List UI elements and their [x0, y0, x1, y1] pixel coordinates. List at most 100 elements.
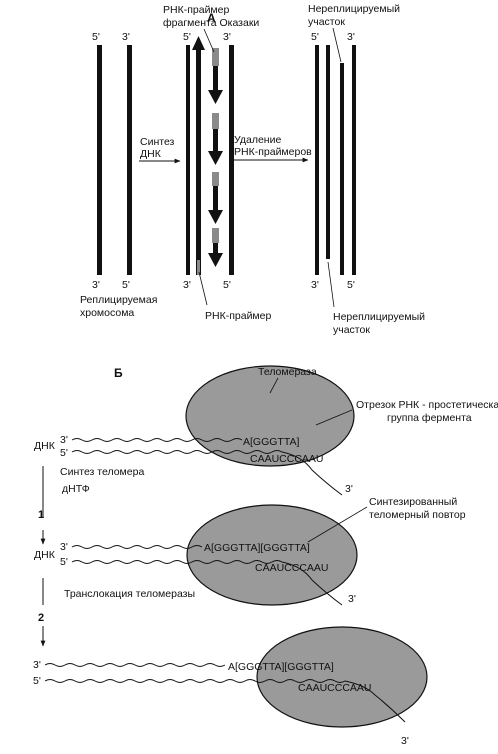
primer-removal-label-line2: РНК-праймеров: [234, 146, 312, 158]
okazaki-arrow-4: [208, 253, 223, 267]
result-left-bottom-end: 3': [311, 279, 319, 291]
rna-primer-label: РНК-праймер: [205, 310, 271, 322]
rna-segment-pointer: [315, 409, 353, 426]
parent-left-bottom-end: 3': [92, 279, 100, 291]
dna2-right-end: 3': [348, 593, 356, 605]
rna-primer-pointer: [198, 271, 208, 306]
dntp-label: дНТФ: [62, 483, 90, 495]
primer-removal-step: Удаление РНК-праймеров: [233, 134, 312, 163]
unreplicated-top-label-line1: Нереплицируемый: [308, 3, 400, 15]
dna3-bottom-end: 5': [33, 675, 41, 687]
replicating-chromosome-label-line2: хромосома: [80, 307, 134, 319]
unreplicated-top-label-line2: участок: [308, 16, 345, 28]
telomerase-enzyme-3: [256, 626, 428, 728]
dna-label-2: ДНК: [34, 549, 56, 561]
parent-right-bottom-end: 5': [122, 279, 130, 291]
rna-template-3: CAAUCCCAAU: [298, 682, 372, 694]
parent-strand-left: [97, 45, 102, 275]
okazaki-fragment-1: [213, 66, 218, 92]
dna1-bottom-end: 5': [60, 447, 68, 459]
dna2-upper-strand: [71, 545, 203, 549]
parent-strand-right: [127, 45, 132, 275]
telomerase-stage-3: 3' 5' A[GGGTTA][GGGTTA] CAAUCCCAAU 3': [33, 626, 428, 747]
seq-one-repeat: A[GGGTTA]: [243, 436, 299, 448]
parent-chromosome: 5' 3' 3' 5' Реплицируемая хромосома: [80, 31, 157, 319]
seq-two-repeats-2: A[GGGTTA][GGGTTA]: [228, 661, 334, 673]
okazaki-primer-4: [212, 228, 219, 243]
step-2: 2 Транслокация теломеразы: [38, 578, 195, 647]
dna-synthesis-step: Синтез ДНК: [139, 136, 181, 164]
okazaki-primer-1: [212, 48, 219, 66]
rna-primer-callout: РНК-праймер: [198, 271, 271, 322]
result-strand-3-shortened: [340, 63, 344, 275]
middle-right-bottom-end: 5': [223, 279, 231, 291]
okazaki-arrow-3: [208, 210, 223, 224]
telomerase-enzyme-1: [185, 365, 355, 467]
unreplicated-bottom-label-line1: Нереплицируемый: [333, 311, 425, 323]
dna2-lower-strand: [71, 560, 343, 606]
rna-template-1: CAAUCCCAAU: [250, 453, 324, 465]
dna-synthesis-label-line2: ДНК: [140, 148, 162, 160]
panel-a-label: А: [207, 11, 216, 25]
lagging-template-strand: [229, 45, 234, 275]
okazaki-arrow-1: [208, 90, 223, 104]
unreplicated-top-pointer: [332, 27, 342, 63]
replicating-duplex: 5' 3' 3' 5': [183, 31, 234, 291]
telomerase-enzyme-2: [186, 504, 358, 606]
okazaki-fragment-3: [213, 186, 218, 212]
dna2-top-end: 3': [60, 541, 68, 553]
rna-template-2: CAAUCCCAAU: [255, 562, 329, 574]
parent-right-top-end: 3': [122, 31, 130, 43]
dna1-right-end: 3': [345, 483, 353, 495]
unreplicated-bottom-pointer: [327, 261, 335, 308]
dna3-top-end: 3': [33, 659, 41, 671]
dna-label-1: ДНК: [34, 440, 56, 452]
dna3-right-end: 3': [401, 735, 409, 747]
telomerase-stage-2: Синтезированный теломерный повтор ДНК 3'…: [34, 496, 466, 606]
leading-new-strand: [196, 45, 201, 275]
dna2-bottom-end: 5': [60, 556, 68, 568]
replicated-chromosomes: 5' 3' 3' 5' Нереплицируемый участок Нере…: [308, 3, 425, 336]
middle-right-top-end: 3': [223, 31, 231, 43]
middle-left-bottom-end: 3': [183, 279, 191, 291]
translocation-label: Транслокация теломеразы: [64, 588, 195, 600]
okazaki-primer-label-line2: фрагмента Оказаки: [163, 17, 259, 29]
synthesized-repeat-label-line2: теломерный повтор: [369, 509, 466, 521]
result-strand-1: [315, 45, 319, 275]
unreplicated-bottom-label-line2: участок: [333, 324, 370, 336]
leading-strand-arrowhead: [192, 36, 205, 50]
step-1-number: 1: [38, 509, 44, 521]
result-strand-4: [352, 45, 356, 275]
result-left-top-end: 5': [311, 31, 319, 43]
dna1-top-end: 3': [60, 434, 68, 446]
synthesized-repeat-pointer: [307, 506, 368, 543]
okazaki-fragment-2: [213, 129, 218, 153]
okazaki-fragment-4: [213, 243, 218, 255]
result-strand-2-shortened: [326, 45, 330, 259]
telomerase-stage-1: Теломераза Отрезок РНК - простетическая …: [34, 365, 498, 496]
telomerase-pointer: [269, 377, 279, 394]
dna3-lower-strand: [44, 679, 406, 723]
result-right-bottom-end: 5': [347, 279, 355, 291]
dna1-upper-strand: [71, 438, 243, 442]
okazaki-primer-3: [212, 172, 219, 186]
dna3-upper-strand: [44, 663, 226, 667]
parent-left-top-end: 5': [92, 31, 100, 43]
primer-removal-label-line1: Удаление: [234, 134, 281, 146]
telomerase-label: Теломераза: [258, 366, 317, 378]
panel-b-label: Б: [114, 366, 123, 380]
okazaki-primer-2: [212, 113, 219, 129]
okazaki-arrow-2: [208, 151, 223, 165]
middle-left-top-end: 5': [183, 31, 191, 43]
leading-rna-primer: [197, 260, 200, 275]
step-1: 1 Синтез теломера дНТФ: [38, 466, 144, 545]
telomere-synthesis-label: Синтез теломера: [60, 466, 144, 478]
dna-synthesis-label-line1: Синтез: [140, 136, 175, 148]
okazaki-primer-callout: РНК-праймер фрагмента Оказаки: [163, 4, 259, 53]
dna1-lower-strand: [71, 450, 343, 496]
seq-two-repeats-1: A[GGGTTA][GGGTTA]: [204, 542, 310, 554]
rna-segment-label-line2: группа фермента: [387, 412, 472, 424]
rna-segment-label-line1: Отрезок РНК - простетическая: [356, 399, 498, 411]
replicating-chromosome-label-line1: Реплицируемая: [80, 294, 157, 306]
